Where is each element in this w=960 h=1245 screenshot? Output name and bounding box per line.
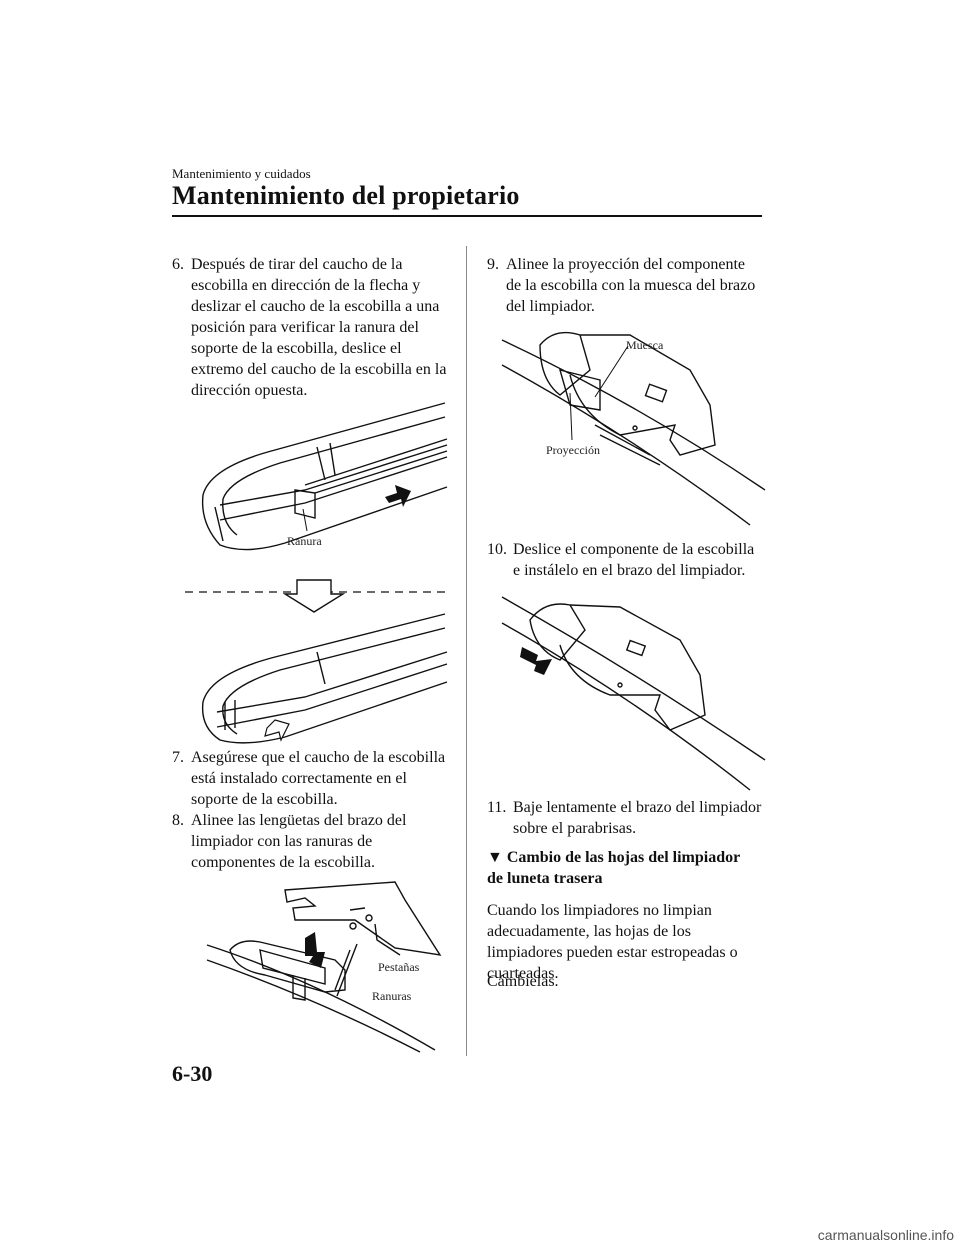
- step-6: 6. Después de tirar del caucho de la esc…: [172, 254, 452, 401]
- label-ranuras: Ranuras: [372, 989, 412, 1003]
- page-number: 6-30: [172, 1061, 213, 1086]
- step-number: 6.: [172, 256, 184, 273]
- wiper-slide-install-figure: [501, 596, 766, 791]
- step-number: 7.: [172, 749, 184, 766]
- header-rule: [172, 215, 762, 217]
- page-title: Mantenimiento del propietario: [172, 181, 520, 210]
- subsection-title: Cambio de las hojas del limpiador de lun…: [487, 849, 740, 887]
- watermark-footer: carmanualsonline.info: [817, 1227, 954, 1243]
- step-number: 10.: [487, 541, 507, 558]
- wiper-arm-tabs-figure: [206, 881, 442, 1053]
- subsection-body: Cuando los limpiadores no limpian adecua…: [487, 902, 738, 982]
- column-divider: [466, 246, 467, 1056]
- section-label: Mantenimiento y cuidados: [172, 166, 311, 181]
- step-7: 7. Asegúrese que el caucho de la escobil…: [172, 747, 452, 810]
- triangle-marker-icon: ▼: [487, 849, 503, 866]
- transition-arrow: [185, 579, 447, 613]
- step-number: 11.: [487, 799, 507, 816]
- subsection-body-2: Cámbielas.: [487, 973, 559, 990]
- step-text: Alinee las lengüetas del brazo del limpi…: [191, 812, 407, 871]
- step-text: Baje lentamente el brazo del limpiador s…: [513, 799, 762, 837]
- wiper-blade-slot-figure: [201, 402, 448, 551]
- label-muesca: Muesca: [626, 338, 664, 352]
- step-text: Asegúrese que el caucho de la escobilla …: [191, 749, 446, 808]
- step-text: Después de tirar del caucho de la escobi…: [191, 256, 447, 399]
- step-10: 10. Deslice el componente de la escobill…: [487, 539, 762, 581]
- step-11: 11. Baje lentamente el brazo del limpiad…: [487, 797, 762, 839]
- wiper-notch-projection-figure: [501, 331, 766, 526]
- label-proyeccion: Proyección: [546, 443, 600, 457]
- subsection-heading: ▼ Cambio de las hojas del limpiador de l…: [487, 847, 757, 889]
- wiper-blade-installed-figure: [201, 613, 448, 744]
- label-ranura: Ranura: [287, 534, 322, 548]
- step-text: Deslice el componente de la escobilla e …: [513, 541, 755, 579]
- step-8: 8. Alinee las lengüetas del brazo del li…: [172, 810, 452, 873]
- step-9: 9. Alinee la proyección del componente d…: [487, 254, 762, 317]
- step-number: 8.: [172, 812, 184, 829]
- step-text: Alinee la proyección del componente de l…: [506, 256, 756, 315]
- label-pestanas: Pestañas: [378, 960, 420, 974]
- step-number: 9.: [487, 256, 499, 273]
